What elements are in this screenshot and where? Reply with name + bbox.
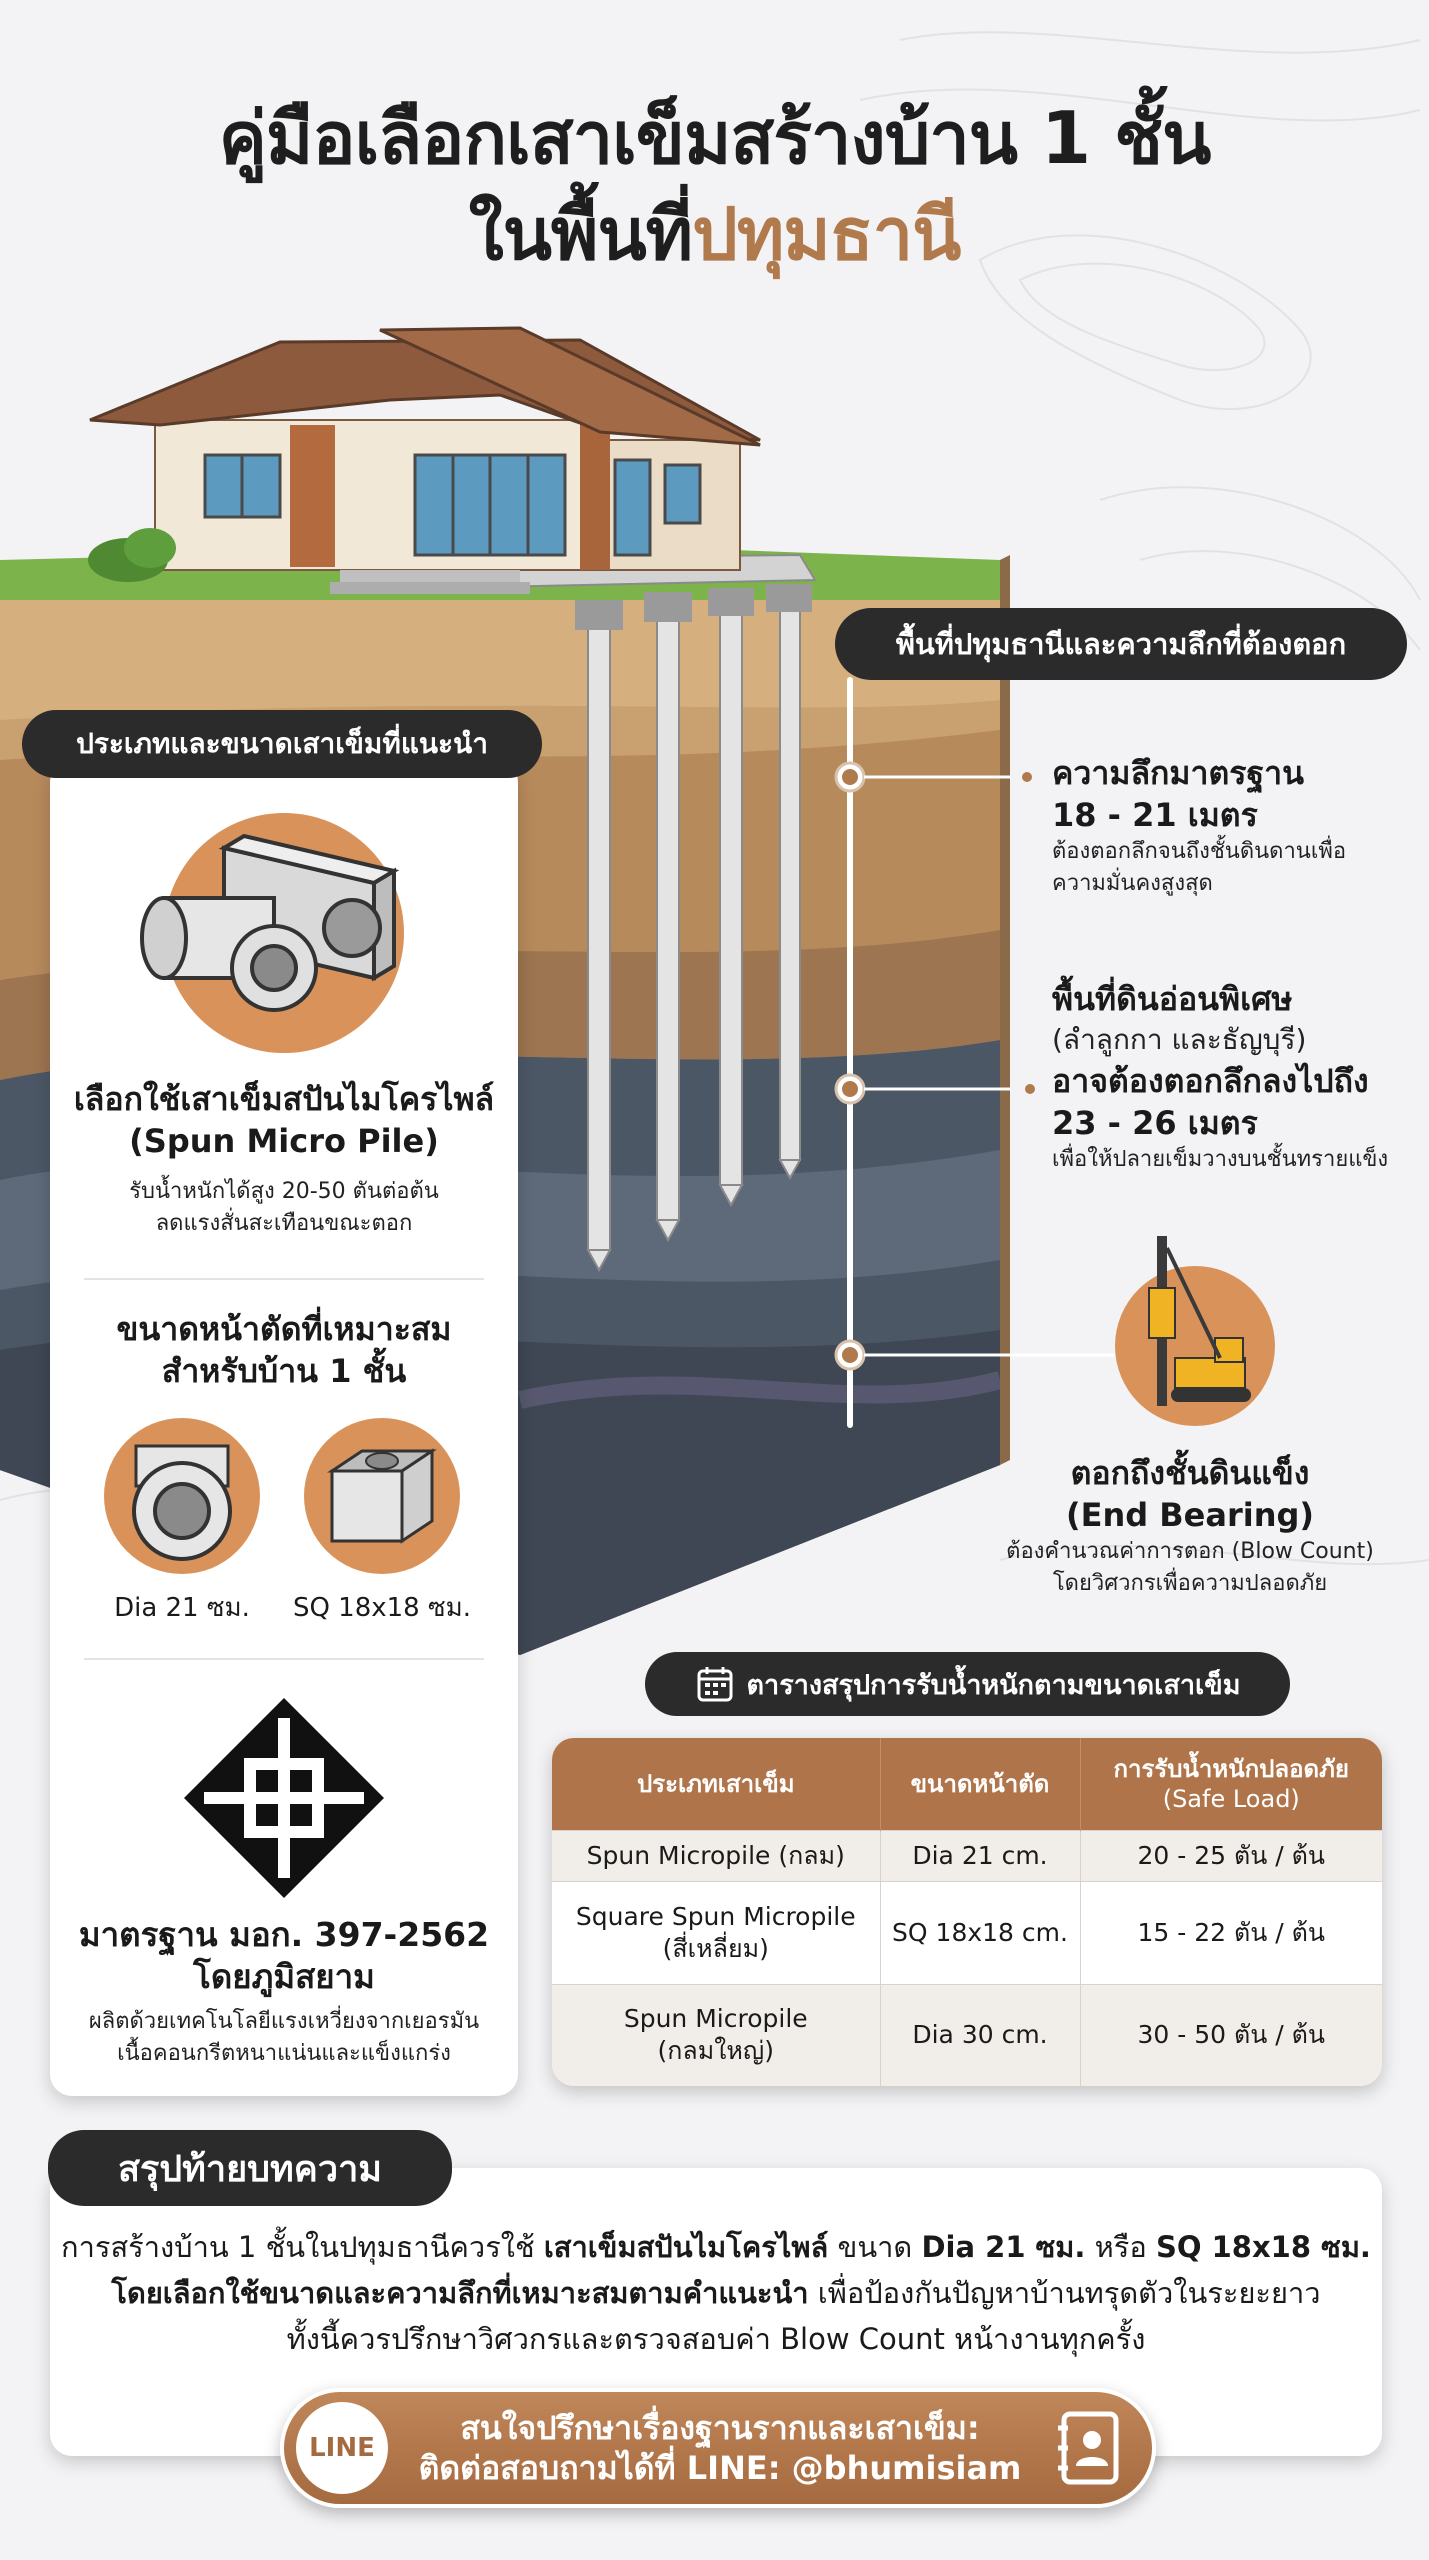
cta-line-1: สนใจปรึกษาเรื่องฐานรากและเสาเข็ม: — [460, 2409, 980, 2447]
cta-line-2: ติดต่อสอบถามได้ที่ LINE: @bhumisiam — [418, 2449, 1022, 2487]
pile-type-line-1: Spun Micropile — [623, 2004, 808, 2034]
title-line-2-accent: ปทุมธานี — [692, 192, 961, 276]
depth-heading-text: พื้นที่ปทุมธานีและความลึกที่ต้องตอก — [895, 627, 1347, 661]
line-logo-text: LINE — [309, 2433, 375, 2463]
card-divider — [84, 1658, 484, 1660]
end-bearing-annotation: ตอกถึงชั้นดินแข็ง (End Bearing) ต้องคำนว… — [960, 1452, 1420, 1600]
title-line-2-prefix: ในพื้นที่ — [468, 192, 694, 276]
line-logo-icon: LINE — [296, 2402, 388, 2494]
standard-depth-annotation: ความลึกมาตรฐาน 18 - 21 เมตร ต้องตอกลึกจน… — [1052, 752, 1346, 900]
section-size-cell: Dia 30 cm. — [879, 1983, 1080, 2086]
standard-desc-2: เนื้อคอนกรีตหนาแน่นและแข็งแกร่ง — [117, 2041, 451, 2066]
pile-type-line-1: Spun Micropile (กลม) — [586, 1840, 845, 1870]
card-divider — [84, 1278, 484, 1280]
pile-type-cell: Spun Micropile (กลมใหญ่) — [552, 1983, 880, 2086]
summary-bold: โดยเลือกใช้ขนาดและความลึกที่เหมาะสมตามคำ… — [111, 2276, 809, 2310]
soft-soil-desc: เพื่อให้ปลายเข็มวางบนชั้นทรายแข็ง — [1052, 1147, 1389, 1172]
standard-depth-title: ความลึกมาตรฐาน — [1052, 754, 1304, 792]
header-safe-load-en: (Safe Load) — [1162, 1784, 1300, 1813]
end-bearing-desc-1: ต้องคำนวณค่าการตอก (Blow Count) — [1006, 1539, 1374, 1564]
standard-depth-desc-2: ความมั่นคงสูงสุด — [1052, 871, 1213, 896]
summary-text: เพื่อป้องกันปัญหาบ้านทรุดตัวในระยะยาว — [808, 2276, 1321, 2310]
table-row: Square Spun Micropile (สี่เหลี่ยม) SQ 18… — [552, 1881, 1382, 1985]
summary-text: หรือ — [1085, 2230, 1156, 2264]
header-safe-load-th: การรับน้ำหนักปลอดภัย — [1113, 1754, 1350, 1783]
pile-type-line-1: Square Spun Micropile — [575, 1902, 856, 1932]
safe-load-table: ประเภทเสาเข็ม ขนาดหน้าตัด การรับน้ำหนักป… — [552, 1738, 1382, 2086]
depth-heading: พื้นที่ปทุมธานีและความลึกที่ต้องตอก — [835, 608, 1407, 680]
soft-soil-areas: (ลำลูกกา และธัญบุรี) — [1052, 1023, 1307, 1056]
safe-load-cell: 30 - 50 ตัน / ต้น — [1079, 1983, 1382, 2086]
standard-title-2: โดยภูมิสยาม — [193, 1957, 375, 1996]
summary-line-1: การสร้างบ้าน 1 ชั้นในปทุมธานีควรใช้ เสาเ… — [50, 2224, 1382, 2270]
summary-text: การสร้างบ้าน 1 ชั้นในปทุมธานีควรใช้ — [61, 2230, 544, 2264]
pile-vibration-text: ลดแรงสั่นสะเทือนขณะตอก — [155, 1211, 413, 1236]
soft-soil-title: พื้นที่ดินอ่อนพิเศษ — [1052, 980, 1293, 1018]
pile-section-icon — [140, 813, 404, 1053]
pile-driver-icon — [1115, 1236, 1275, 1426]
section-size-cell: Dia 21 cm. — [879, 1829, 1080, 1882]
summary-line-3: ทั้งนี้ควรปรึกษาวิศวกรและตรวจสอบค่า Blow… — [286, 2322, 1146, 2356]
standard-depth-value: 18 - 21 เมตร — [1052, 796, 1258, 834]
summary-heading-text: สรุปท้ายบทความ — [117, 2148, 383, 2190]
page-title: คู่มือเลือกเสาเข็มสร้างบ้าน 1 ชั้น ในพื้… — [0, 90, 1429, 282]
section-size-cell: SQ 18x18 cm. — [879, 1881, 1080, 1985]
standard-title-1: มาตรฐาน มอก. 397-2562 — [78, 1915, 490, 1954]
round-pile-label: Dia 21 ซม. — [114, 1593, 250, 1623]
pile-types-card: เลือกใช้เสาเข็มสปันไมโครไพล์ (Spun Micro… — [50, 760, 518, 2096]
summary-bold: Dia 21 ซม. — [921, 2230, 1086, 2264]
safe-load-cell: 15 - 22 ตัน / ต้น — [1079, 1881, 1382, 1985]
calendar-icon — [697, 1667, 732, 1702]
soft-soil-depth-value: 23 - 26 เมตร — [1052, 1104, 1258, 1142]
pile-types-heading: ประเภทและขนาดเสาเข็มที่แนะนำ — [22, 710, 542, 778]
summary-text: ขนาด — [828, 2230, 922, 2264]
round-pile-icon — [104, 1418, 260, 1574]
cta-text: สนใจปรึกษาเรื่องฐานรากและเสาเข็ม: ติดต่อ… — [388, 2408, 1052, 2488]
summary-line-2: โดยเลือกใช้ขนาดและความลึกที่เหมาะสมตามคำ… — [50, 2270, 1382, 2316]
title-line-1: คู่มือเลือกเสาเข็มสร้างบ้าน 1 ชั้น — [218, 96, 1212, 180]
standard-desc-1: ผลิตด้วยเทคโนโลยีแรงเหวี่ยงจากเยอรมัน — [88, 2009, 480, 2034]
section-size-title-2: สำหรับบ้าน 1 ชั้น — [161, 1352, 407, 1390]
end-bearing-title-2: (End Bearing) — [1065, 1496, 1315, 1534]
line-contact-button[interactable]: LINE สนใจปรึกษาเรื่องฐานรากและเสาเข็ม: ต… — [280, 2388, 1156, 2508]
title-line-2: ในพื้นที่ปทุมธานี — [0, 186, 1429, 282]
soft-soil-depth-title: อาจต้องตอกลึกลงไปถึง — [1052, 1062, 1369, 1100]
spun-micro-pile-title-en: (Spun Micro Pile) — [129, 1122, 439, 1160]
table-heading-text: ตารางสรุปการรับน้ำหนักตามขนาดเสาเข็ม — [746, 1669, 1241, 1701]
table-row: Spun Micropile (กลม) Dia 21 cm. 20 - 25 … — [552, 1829, 1382, 1882]
section-size-title-1: ขนาดหน้าตัดที่เหมาะสม — [116, 1310, 452, 1348]
pile-type-line-2: (สี่เหลี่ยม) — [662, 1934, 769, 1964]
pile-types-heading-text: ประเภทและขนาดเสาเข็มที่แนะนำ — [76, 727, 488, 760]
summary-bold: SQ 18x18 ซม. — [1155, 2230, 1371, 2264]
summary-bold: เสาเข็มสปันไมโครไพล์ — [543, 2230, 829, 2264]
spun-micro-pile-title: เลือกใช้เสาเข็มสปันไมโครไพล์ — [73, 1080, 495, 1118]
header-safe-load: การรับน้ำหนักปลอดภัย (Safe Load) — [1079, 1738, 1382, 1830]
soft-soil-annotation: พื้นที่ดินอ่อนพิเศษ (ลำลูกกา และธัญบุรี)… — [1052, 978, 1388, 1176]
standard-depth-desc-1: ต้องตอกลึกจนถึงชั้นดินดานเพื่อ — [1052, 839, 1347, 864]
header-section-size: ขนาดหน้าตัด — [879, 1738, 1080, 1830]
pile-capacity-text: รับน้ำหนักได้สูง 20-50 ตันต่อต้น — [129, 1179, 439, 1204]
end-bearing-desc-2: โดยวิศวกรเพื่อความปลอดภัย — [1052, 1571, 1328, 1596]
contact-book-icon — [1058, 2411, 1119, 2485]
pile-type-cell: Square Spun Micropile (สี่เหลี่ยม) — [552, 1881, 880, 1985]
square-pile-label: SQ 18x18 ซม. — [292, 1593, 472, 1623]
table-heading: ตารางสรุปการรับน้ำหนักตามขนาดเสาเข็ม — [645, 1652, 1290, 1716]
table-row: Spun Micropile (กลมใหญ่) Dia 30 cm. 30 -… — [552, 1983, 1382, 2086]
end-bearing-title-1: ตอกถึงชั้นดินแข็ง — [1070, 1454, 1310, 1492]
safe-load-cell: 20 - 25 ตัน / ต้น — [1079, 1829, 1382, 1882]
summary-heading: สรุปท้ายบทความ — [48, 2130, 452, 2206]
header-pile-type: ประเภทเสาเข็ม — [552, 1738, 880, 1830]
pile-type-line-2: (กลมใหญ่) — [657, 2036, 774, 2066]
table-header-row: ประเภทเสาเข็ม ขนาดหน้าตัด การรับน้ำหนักป… — [552, 1738, 1382, 1830]
brand-logo-icon — [184, 1698, 384, 1898]
pile-type-cell: Spun Micropile (กลม) — [552, 1829, 880, 1882]
square-pile-icon — [304, 1418, 460, 1574]
